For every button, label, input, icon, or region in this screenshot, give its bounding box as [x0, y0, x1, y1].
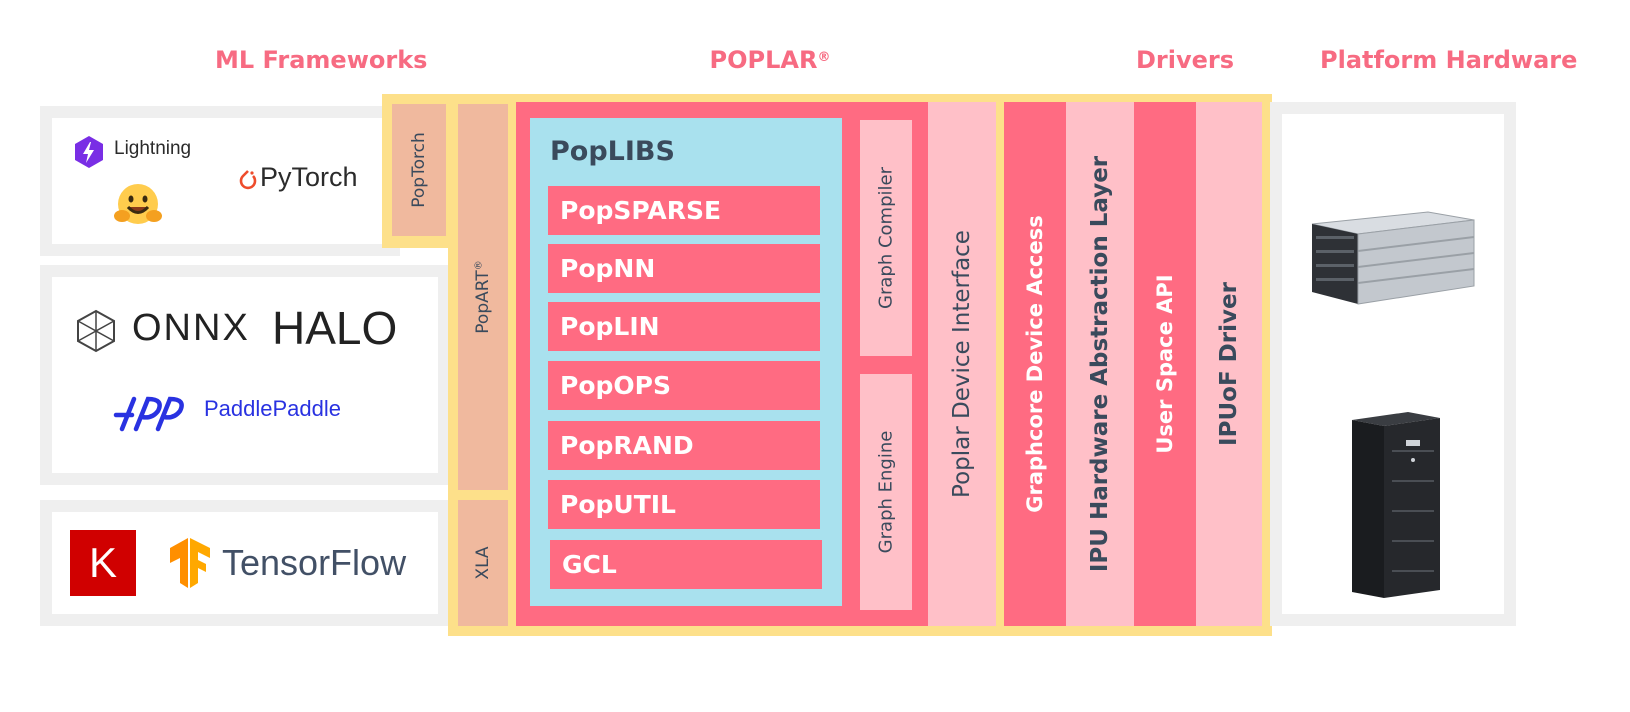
poplib-popnn: PopNN [548, 244, 820, 293]
framework-group-onnx: ONNX HALO PaddlePaddle [40, 265, 450, 485]
poplib-popops: PopOPS [548, 361, 820, 410]
hardware-panel [1270, 102, 1516, 626]
driver-ipuof-label: IPUoF Driver [1216, 282, 1242, 446]
xla-block: XLA [458, 500, 508, 626]
poptorch-block: PopTorch [392, 104, 446, 236]
header-ml-frameworks: ML Frameworks [215, 46, 428, 74]
xla-label: XLA [473, 546, 493, 580]
ipu-rack-icon [1352, 412, 1440, 598]
driver-ipu-hal: IPU Hardware Abstraction Layer [1066, 102, 1134, 626]
header-poplar-mark: ® [817, 50, 831, 65]
popart-block: PopART® [458, 104, 508, 490]
poplib-poputil: PopUTIL [548, 480, 820, 529]
driver-user-space-api: User Space API [1134, 102, 1196, 626]
onnx-label: ONNX [132, 307, 250, 349]
graph-compiler-label: Graph Compiler [875, 167, 897, 309]
framework-card-pytorch: Lightning PyTorch [52, 118, 388, 244]
tensorflow-label: TensorFlow [222, 542, 407, 583]
halo-label: HALO [272, 302, 398, 354]
poplib-gcl: GCL [550, 540, 822, 589]
paddlepaddle-icon [113, 396, 184, 432]
device-interface-label: Poplar Device Interface [949, 230, 975, 498]
poplib-popsparse: PopSPARSE [548, 186, 820, 235]
header-poplar-text: POPLAR [709, 46, 818, 74]
poplib-poplin: PopLIN [548, 302, 820, 351]
paddlepaddle-label: PaddlePaddle [204, 396, 342, 421]
device-interface-block: Poplar Device Interface [928, 102, 996, 626]
graph-engine-block: Graph Engine [860, 374, 912, 610]
poplibs-title: PopLIBS [550, 136, 675, 167]
poplib-poprand: PopRAND [548, 421, 820, 470]
popart-mark: ® [473, 260, 485, 271]
hugging-face-icon [114, 184, 162, 224]
framework-group-pytorch: Lightning PyTorch [40, 106, 400, 256]
ipu-pod-server-icon [1311, 211, 1475, 305]
framework-group-tensorflow: K TensorFlow [40, 500, 450, 626]
popart-label: PopART® [473, 260, 493, 333]
framework-card-tensorflow: K TensorFlow [52, 512, 438, 614]
onnx-icon [77, 309, 115, 353]
pytorch-icon [239, 170, 257, 190]
header-platform-hardware: Platform Hardware [1320, 46, 1578, 74]
graph-compiler-block: Graph Compiler [860, 120, 912, 356]
keras-logo: K [70, 530, 136, 596]
hardware-card [1282, 114, 1504, 614]
framework-card-onnx: ONNX HALO PaddlePaddle [52, 277, 438, 473]
header-drivers: Drivers [1135, 46, 1235, 74]
driver-ipuof: IPUoF Driver [1196, 102, 1262, 626]
driver-graphcore-device-access: Graphcore Device Access [1004, 102, 1066, 626]
poptorch-label: PopTorch [409, 132, 429, 208]
lightning-icon [75, 136, 103, 168]
header-poplar: POPLAR® [690, 44, 850, 76]
tensorflow-icon [170, 538, 210, 588]
popart-text: PopART [473, 270, 493, 334]
graph-engine-label: Graph Engine [875, 430, 897, 554]
driver-ipu-hal-label: IPU Hardware Abstraction Layer [1087, 155, 1113, 573]
driver-graphcore-device-access-label: Graphcore Device Access [1023, 215, 1047, 513]
lightning-label: Lightning [114, 138, 192, 159]
pytorch-label: PyTorch [260, 162, 358, 192]
driver-user-space-api-label: User Space API [1153, 274, 1177, 454]
